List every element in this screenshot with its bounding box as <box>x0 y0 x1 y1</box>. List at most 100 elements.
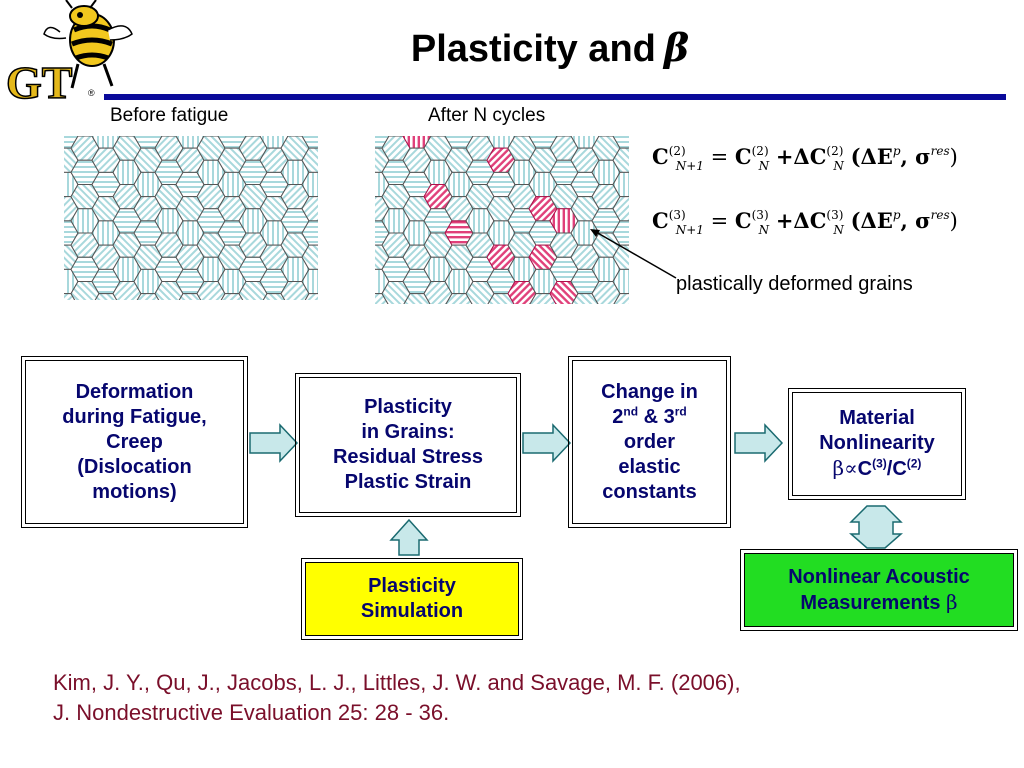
material-c3: C <box>857 458 873 480</box>
grain <box>301 196 318 222</box>
material-line-2: Nonlinearity <box>819 432 935 454</box>
eq1-lhs-sub: N+1 <box>675 159 704 173</box>
change-second: 2 <box>612 405 624 428</box>
measure-line-1: Nonlinear Acoustic <box>788 565 970 588</box>
plasticity-in-grains-box: Plasticity in Grains: Residual Stress Pl… <box>295 373 521 517</box>
georgia-tech-logo: GT ® <box>0 0 140 110</box>
eq1-args-open: (ΔE <box>850 144 893 169</box>
equation-second-order: C(2)N+1 = C(2)N +ΔC(2)N (ΔEp, σres) <box>652 142 958 175</box>
eq2-lhs: C <box>652 208 669 233</box>
simulation-line-1: Plasticity <box>368 575 456 597</box>
grains-after-cycles-figure <box>375 136 629 304</box>
citation-line-2: J. Nondestructive Evaluation 25: 28 - 36… <box>53 700 450 725</box>
svg-text:GT: GT <box>6 57 72 108</box>
title-beta-symbol: β <box>663 25 690 70</box>
eq1-rhs1-sub: N <box>758 159 770 173</box>
eq2-rhs2-sub: N <box>833 223 844 237</box>
eq1-args-close: ) <box>949 145 958 169</box>
eq1-rhs2-sub: N <box>833 159 844 173</box>
eq2-rhs1-sup: (3) <box>751 208 769 222</box>
before-fatigue-caption: Before fatigue <box>110 105 229 126</box>
deformation-line-5: motions) <box>92 480 177 503</box>
material-beta-symbol: β <box>832 456 845 480</box>
material-nonlinearity-box: Material Nonlinearity β∝C(3)/C(2) <box>788 388 966 500</box>
deformation-line-3: Creep <box>106 430 163 453</box>
measure-line-2: Measurements β <box>788 590 970 616</box>
eq1-sigma-sup: res <box>930 144 950 158</box>
grain <box>301 244 318 270</box>
eq2-lhs-sub: N+1 <box>675 223 704 237</box>
eq1-equals: = <box>710 145 729 169</box>
grain <box>301 136 318 149</box>
measure-text: Measurements <box>800 591 941 614</box>
grains-line-1: Plasticity <box>364 396 452 418</box>
grain <box>301 147 318 173</box>
change-line-4: elastic <box>618 455 681 478</box>
citation-line-1: Kim, J. Y., Qu, J., Jacobs, L. J., Littl… <box>53 670 741 695</box>
eq2-rhs2-sup: (3) <box>826 208 844 222</box>
elastic-constants-box: Change in 2nd & 3rd order elastic consta… <box>568 356 731 528</box>
eq1-rhs2-sup: (2) <box>826 144 844 158</box>
material-line-1: Material <box>839 407 915 429</box>
deformation-line-2: during Fatigue, <box>62 405 207 428</box>
nonlinear-acoustic-box: Nonlinear Acoustic Measurements β <box>740 549 1018 631</box>
measure-beta-symbol: β <box>946 589 958 614</box>
eq2-sigma: , σ <box>900 208 931 233</box>
eq2-arg-sup: p <box>892 208 901 222</box>
arrow-material-measure-double <box>849 505 903 549</box>
deformation-box: Deformation during Fatigue, Creep (Dislo… <box>21 356 248 528</box>
arrow-deformation-to-grains <box>249 423 299 463</box>
eq1-rhs1-sup: (2) <box>751 144 769 158</box>
deformed-grains-label: plastically deformed grains <box>676 273 913 295</box>
citation: Kim, J. Y., Qu, J., Jacobs, L. J., Littl… <box>53 668 993 728</box>
material-ratio: β∝C(3)/C(2) <box>819 456 935 482</box>
title-text: Plasticity and <box>410 28 656 70</box>
arrow-change-to-material <box>734 423 784 463</box>
eq2-lhs-sup: (3) <box>668 208 686 222</box>
grain <box>301 171 318 198</box>
grain <box>612 171 629 198</box>
material-sup2: (2) <box>906 456 922 471</box>
eq2-sigma-sup: res <box>930 208 950 222</box>
eq2-equals: = <box>710 209 729 233</box>
simulation-line-2: Simulation <box>360 600 464 622</box>
eq1-rhs1: C <box>734 144 752 169</box>
change-nd-sup: nd <box>623 403 639 418</box>
grain <box>304 293 318 300</box>
after-cycles-caption: After N cycles <box>428 105 546 126</box>
grains-line-4: Plastic Strain <box>344 471 472 493</box>
proportional-symbol: ∝ <box>844 456 858 480</box>
eq2-rhs1-sub: N <box>758 223 770 237</box>
eq1-lhs: C <box>652 144 669 169</box>
grain <box>301 268 318 295</box>
eq1-sigma: , σ <box>900 144 931 169</box>
change-third: & 3 <box>638 405 675 428</box>
svg-text:®: ® <box>88 88 95 98</box>
change-rd-sup: rd <box>674 403 687 418</box>
eq2-delta-term: +ΔC <box>775 208 827 233</box>
grain <box>612 147 629 173</box>
deformation-line-1: Deformation <box>75 380 194 403</box>
grains-line-2: in Grains: <box>361 421 455 443</box>
change-line-2: 2nd & 3rd <box>601 405 698 430</box>
deformation-line-4: (Dislocation <box>77 455 192 478</box>
eq2-rhs1: C <box>734 208 752 233</box>
eq2-args-close: ) <box>949 209 958 233</box>
grain <box>612 196 629 222</box>
eq1-delta-term: +ΔC <box>775 144 827 169</box>
arrow-grains-to-change <box>522 423 572 463</box>
title-divider <box>104 94 1006 100</box>
equation-third-order: C(3)N+1 = C(3)N +ΔC(3)N (ΔEp, σres) <box>652 206 958 239</box>
material-c2: /C <box>886 458 907 480</box>
change-line-5: constants <box>602 480 697 503</box>
material-sup3: (3) <box>872 456 887 471</box>
grain <box>612 136 629 149</box>
change-line-3: order <box>623 430 676 453</box>
plasticity-simulation-box: Plasticity Simulation <box>301 558 523 640</box>
eq1-arg-sup: p <box>892 144 901 158</box>
eq1-lhs-sup: (2) <box>668 144 686 158</box>
arrow-simulation-to-grains <box>389 518 429 556</box>
grain <box>301 220 318 246</box>
